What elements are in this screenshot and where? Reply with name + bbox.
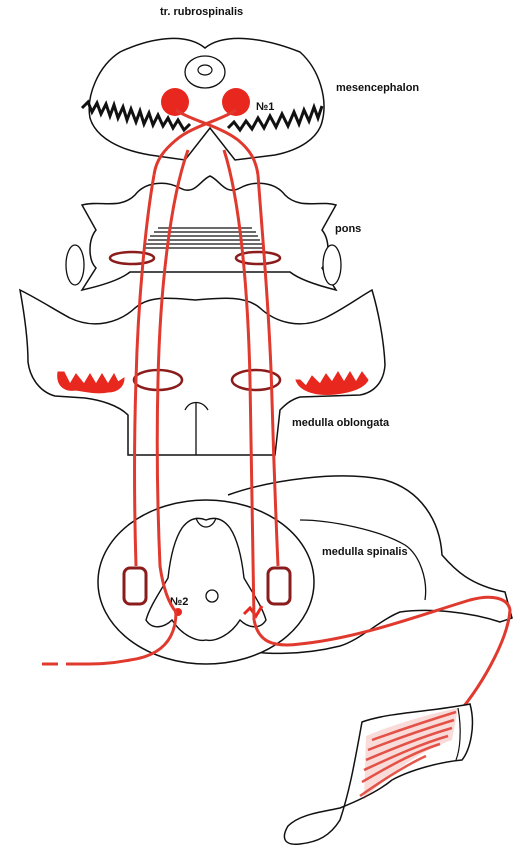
- pons-left-lobe: [66, 245, 84, 285]
- mesencephalon-label: mesencephalon: [336, 82, 419, 94]
- red-nucleus-left: [161, 88, 189, 116]
- nucleus-1-label: №1: [256, 101, 274, 113]
- medulla-oblongata-label: medulla oblongata: [292, 417, 390, 429]
- diagram-title: tr. rubrospinalis: [160, 6, 243, 18]
- pons-outline: [82, 176, 336, 290]
- medulla-spinalis-label: medulla spinalis: [322, 546, 408, 558]
- pons-section: pons: [66, 176, 361, 290]
- central-canal: [206, 590, 218, 602]
- medulla-oblongata-section: medulla oblongata: [20, 290, 390, 455]
- pons-right-lobe: [323, 245, 341, 285]
- medulla-oblongata-outline: [20, 290, 385, 455]
- limb-section: [284, 704, 472, 844]
- pons-label: pons: [335, 223, 361, 235]
- mesencephalon-section: №1 mesencephalon: [82, 38, 419, 160]
- spinal-nerve-root: [300, 520, 426, 600]
